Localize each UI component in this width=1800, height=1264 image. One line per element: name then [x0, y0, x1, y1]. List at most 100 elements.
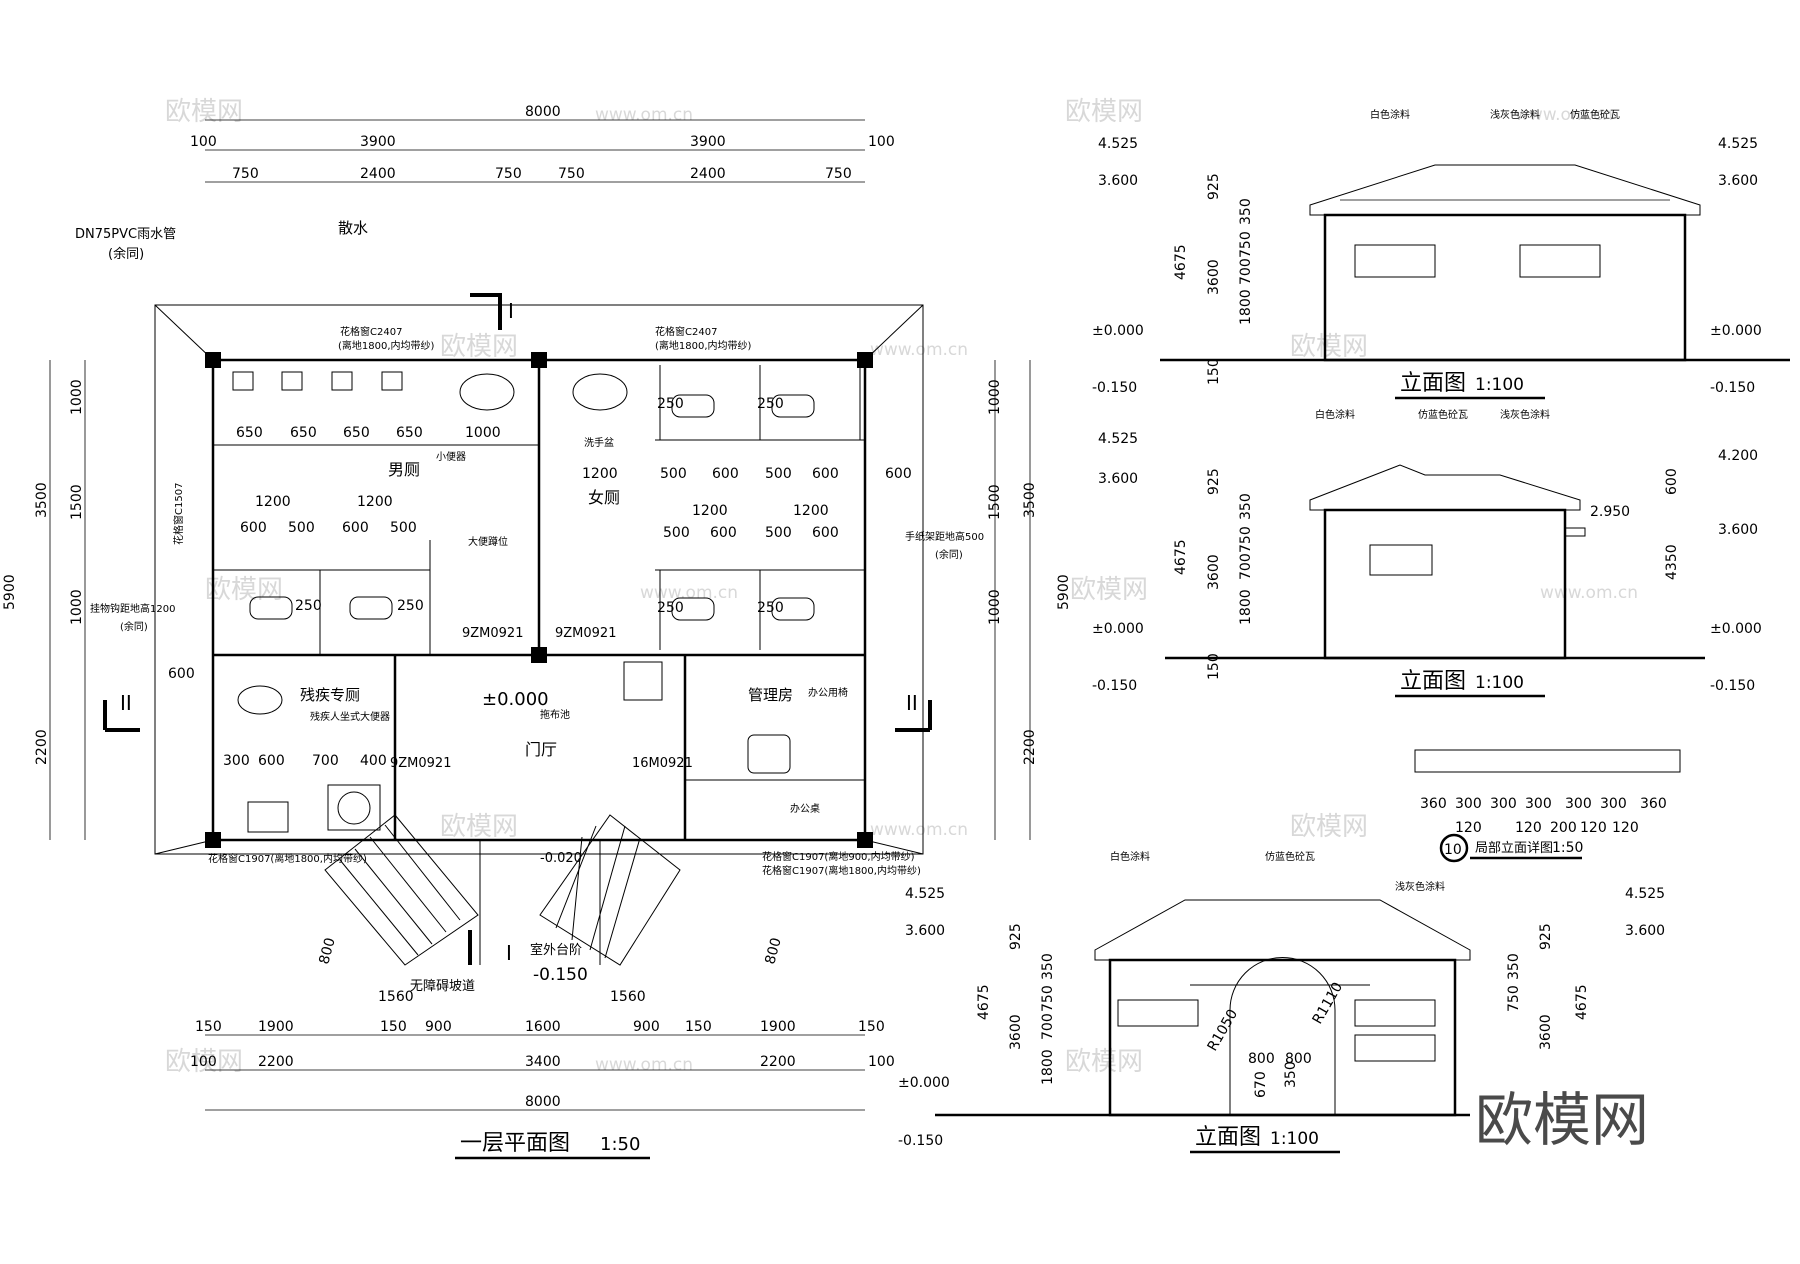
drawing-annotation: 800 [1248, 1051, 1275, 1067]
drawing-annotation: 白色涂料 [1370, 108, 1410, 121]
drawing-annotation: 925 [1206, 173, 1222, 200]
drawing-annotation: 1200 [357, 494, 393, 510]
drawing-annotation: 1:100 [1475, 375, 1524, 395]
drawing-annotation: 4675 [1574, 984, 1590, 1020]
drawing-annotation: 1000 [465, 425, 501, 441]
drawing-annotation: 3500 [34, 482, 50, 518]
drawing-annotation: 600 [258, 753, 285, 769]
drawing-annotation: II [906, 691, 918, 715]
drawing-annotation: 600 [712, 466, 739, 482]
watermark-logo: 欧模网 [1290, 332, 1368, 362]
drawing-annotation: 650 [396, 425, 423, 441]
drawing-annotation: 300 [223, 753, 250, 769]
room-disabled: 残疾专厕 [300, 686, 360, 704]
drawing-annotation: 700 [1238, 553, 1254, 580]
drawing-annotation: 4.525 [905, 886, 945, 902]
drawing-annotation: 4.525 [1098, 431, 1138, 447]
watermark-logo: 欧模网 [1070, 575, 1148, 605]
drawing-annotation: 4675 [1173, 539, 1189, 575]
drawing-annotation: II [120, 691, 132, 715]
columns [205, 352, 873, 848]
drawing-annotation: -0.150 [1092, 678, 1137, 694]
drawing-annotation: 花格窗C1907(离地1800,内均带纱) [208, 852, 367, 865]
drawing-annotation: 300 [1600, 796, 1627, 812]
drawing-annotation: -0.150 [1710, 380, 1755, 396]
elevation-side: 白色涂料 仿蓝色砼瓦 浅灰色涂料 4.525 3.600 ±0.000 -0.1… [1092, 408, 1762, 698]
drawing-annotation: 1500 [987, 484, 1003, 520]
lattice-window [1354, 244, 1436, 278]
drawing-annotation: 2400 [690, 166, 726, 182]
drawing-annotation: 150 [1206, 653, 1222, 680]
drawing-annotation: 400 [360, 753, 387, 769]
drawing-annotation: 600 [1664, 468, 1680, 495]
drawing-annotation: 700 [312, 753, 339, 769]
drawing-annotation: 洗手盆 [584, 436, 614, 449]
drawing-annotation: 5900 [2, 574, 18, 610]
drawing-annotation: 1:50 [1552, 840, 1583, 856]
watermark-logo: 欧模网 [1065, 1047, 1143, 1077]
label-downpipe: DN75PVC雨水管 [75, 227, 176, 242]
drawing-annotation: 1200 [793, 503, 829, 519]
watermark-logo: 欧模网 [440, 332, 518, 362]
drawing-annotation: 300 [1455, 796, 1482, 812]
plumbing-fixtures [232, 371, 865, 833]
drawing-annotation: 1:100 [1270, 1129, 1319, 1149]
drawing-annotation: 300 [1525, 796, 1552, 812]
drawing-annotation: 1900 [258, 1019, 294, 1035]
watermarks: 欧模网 www.om.cn 欧模网 www.om.cn 欧模网 www.om.c… [165, 97, 1649, 1154]
drawing-annotation: 250 [657, 396, 684, 412]
drawing-annotation: 残疾人坐式大便器 [310, 710, 390, 723]
drawing-annotation: 大便蹲位 [468, 535, 508, 548]
drawing-annotation: 700 [1238, 258, 1254, 285]
watermark-url: www.om.cn [640, 583, 738, 603]
lattice-window [1369, 544, 1433, 576]
drawing-annotation: 1600 [525, 1019, 561, 1035]
stall-partitions [213, 365, 865, 655]
drawing-annotation: 1900 [760, 1019, 796, 1035]
drawing-annotation: 2200 [1022, 729, 1038, 765]
drawing-annotation: 4.525 [1718, 136, 1758, 152]
drawing-annotation: 拖布池 [540, 708, 570, 721]
drawing-annotation: ±0.000 [1092, 323, 1144, 339]
lattice-window [1519, 244, 1601, 278]
drawing-annotation: 手纸架距地高500 [905, 530, 984, 543]
drawing-annotation: 600 [812, 466, 839, 482]
drawing-annotation: 925 [1008, 923, 1024, 950]
drawing-annotation: 办公用椅 [808, 686, 848, 699]
drawing-annotation: R1110 [1310, 980, 1347, 1027]
drawing-annotation: 120 [1580, 820, 1607, 836]
drawing-annotation: 120 [1455, 820, 1482, 836]
drawing-annotation: 750 [1506, 985, 1522, 1012]
drawing-annotation: 2200 [258, 1054, 294, 1070]
drawing-annotation: 600 [342, 520, 369, 536]
drawing-annotation: 1800 [1238, 589, 1254, 625]
drawing-annotation: 360 [1640, 796, 1667, 812]
drawing-annotation: 白色涂料 [1110, 850, 1150, 863]
drawing-annotation: 2400 [360, 166, 396, 182]
drawing-annotation: 4675 [1173, 244, 1189, 280]
drawing-annotation: 4350 [1664, 544, 1680, 580]
drawing-annotation: 750 [1238, 231, 1254, 258]
drawing-annotation: 800 [316, 936, 338, 966]
plan-scale: 1:50 [600, 1134, 640, 1155]
watermark-url: www.om.cn [1540, 583, 1638, 603]
watermark-url: www.om.cn [595, 105, 693, 125]
drawing-annotation: 800 [1285, 1051, 1312, 1067]
drawing-annotation: 100 [868, 1054, 895, 1070]
moon-gate [1229, 957, 1336, 1115]
room-manage: 管理房 [748, 686, 793, 704]
drawing-annotation: 150 [1206, 358, 1222, 385]
drawing-annotation: 挂物钩距地高1200 [90, 602, 175, 615]
drawing-annotation: 350 [1238, 198, 1254, 225]
drawing-annotation: 750 [495, 166, 522, 182]
drawing-annotation: 8000 [525, 1094, 561, 1110]
drawing-annotation: 500 [390, 520, 417, 536]
level-0: ±0.000 [482, 689, 549, 710]
drawing-annotation: 花格窗C1507 [172, 483, 185, 545]
drawing-annotation: 120 [1515, 820, 1542, 836]
drawing-annotation: 750 [232, 166, 259, 182]
plan-labels: DN75PVC雨水管 (余同) 散水 花格窗C2407 (离地1800,内均带纱… [75, 219, 984, 994]
drawing-annotation: 360 [1420, 796, 1447, 812]
drawing-annotation: 1000 [69, 379, 85, 415]
lattice-window [1354, 1034, 1436, 1062]
